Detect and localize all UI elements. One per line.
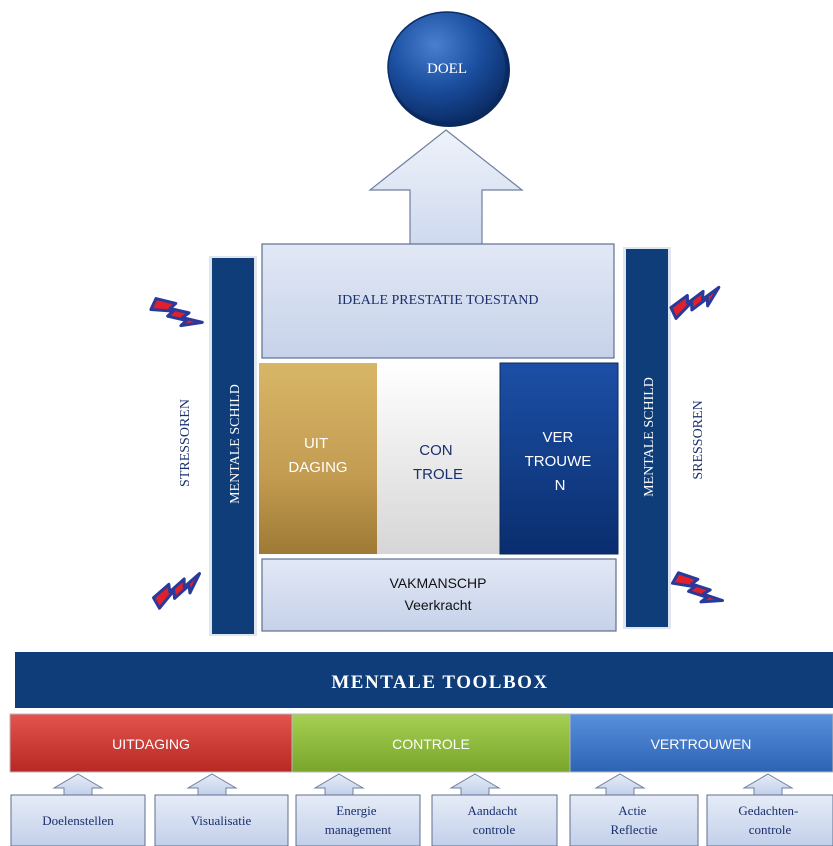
category-label: VERTROUWEN — [651, 736, 752, 752]
tool-aandacht-controle: Aandacht controle — [431, 794, 558, 846]
pillar-controle: CON TROLE — [377, 363, 500, 554]
mental-shield-right: MENTALE SCHILD — [623, 247, 671, 629]
tool-visualisatie: Visualisatie — [154, 794, 289, 846]
category-uitdaging: UITDAGING — [9, 713, 293, 773]
small-up-arrow-icon — [742, 773, 794, 796]
small-up-arrow-icon — [313, 773, 365, 796]
foundation-line1: VAKMANSCHP — [390, 575, 487, 591]
mental-shield-left: MENTALE SCHILD — [209, 256, 257, 636]
tool-label-line: controle — [473, 822, 516, 837]
goal-label: DOEL — [427, 61, 467, 77]
pillar-label-line: N — [555, 477, 566, 494]
tool-label-line: Energie — [336, 803, 376, 818]
tool-label: Aandacht controle — [467, 803, 520, 837]
small-up-arrow-icon — [186, 773, 238, 796]
ideal-state-label: IDEALE PRESTATIE TOESTAND — [337, 293, 538, 308]
toolbox-banner: MENTALE TOOLBOX — [15, 652, 833, 708]
stressors-label-left: STRESSOREN — [178, 399, 193, 487]
tool-label: Actie Reflectie — [611, 803, 658, 837]
category-controle: CONTROLE — [291, 713, 571, 773]
foundation-line2: Veerkracht — [405, 597, 472, 613]
pillar-label-line: VER — [542, 429, 573, 446]
shield-label-right: MENTALE SCHILD — [642, 377, 657, 497]
pillar-label: CON TROLE — [413, 442, 463, 483]
small-up-arrow-icon — [52, 773, 104, 796]
pillar-label: UIT DAGING — [288, 435, 347, 476]
tool-label: Gedachten- controle — [738, 803, 801, 837]
tool-label-line: Actie — [618, 803, 646, 818]
tool-label-line: controle — [749, 822, 792, 837]
tool-arrows — [52, 773, 794, 796]
tool-label-line: management — [325, 822, 392, 837]
category-label: UITDAGING — [112, 736, 190, 752]
small-up-arrow-icon — [449, 773, 501, 796]
tool-label-line: Doelenstellen — [42, 813, 114, 828]
tool-doelenstellen: Doelenstellen — [10, 794, 146, 846]
lightning-icon — [151, 572, 202, 610]
goal-node: DOEL — [387, 11, 510, 127]
lightning-icon — [149, 297, 204, 328]
tool-label-line: Gedachten- — [738, 803, 798, 818]
stressors-label-right: SRESSOREN — [691, 400, 706, 479]
small-up-arrow-icon — [594, 773, 646, 796]
lightning-icon — [669, 285, 721, 320]
pillar-label-line: CON — [419, 442, 452, 459]
category-vertrouwen: VERTROUWEN — [569, 713, 833, 773]
pillar-label: VER TROUWE N — [525, 429, 596, 494]
tool-energie-management: Energie management — [295, 794, 421, 846]
tool-label: Doelenstellen — [42, 813, 114, 828]
foundation-box: VAKMANSCHP Veerkracht — [261, 558, 617, 632]
tool-label-line: Visualisatie — [191, 813, 252, 828]
pillar-label-line: TROUWE — [525, 453, 592, 470]
pillar-label-line: DAGING — [288, 459, 347, 476]
tool-label-line: Aandacht — [467, 803, 517, 818]
lightning-icon — [670, 571, 725, 604]
pillar-label-line: TROLE — [413, 466, 463, 483]
ideal-state-box: IDEALE PRESTATIE TOESTAND — [261, 243, 615, 359]
up-arrow — [368, 129, 524, 253]
tool-label: Visualisatie — [191, 813, 252, 828]
toolbox-title: MENTALE TOOLBOX — [331, 672, 548, 693]
pillar-vertrouwen: VER TROUWE N — [499, 362, 619, 555]
tool-actie-reflectie: Actie Reflectie — [569, 794, 699, 846]
category-label: CONTROLE — [392, 736, 470, 752]
shield-label-left: MENTALE SCHILD — [228, 384, 243, 504]
tool-label: Energie management — [325, 803, 392, 837]
pillar-uitdaging: UIT DAGING — [259, 363, 377, 554]
tool-label-line: Reflectie — [611, 822, 658, 837]
pillar-label-line: UIT — [304, 435, 328, 452]
tool-gedachten-controle: Gedachten- controle — [706, 794, 833, 846]
